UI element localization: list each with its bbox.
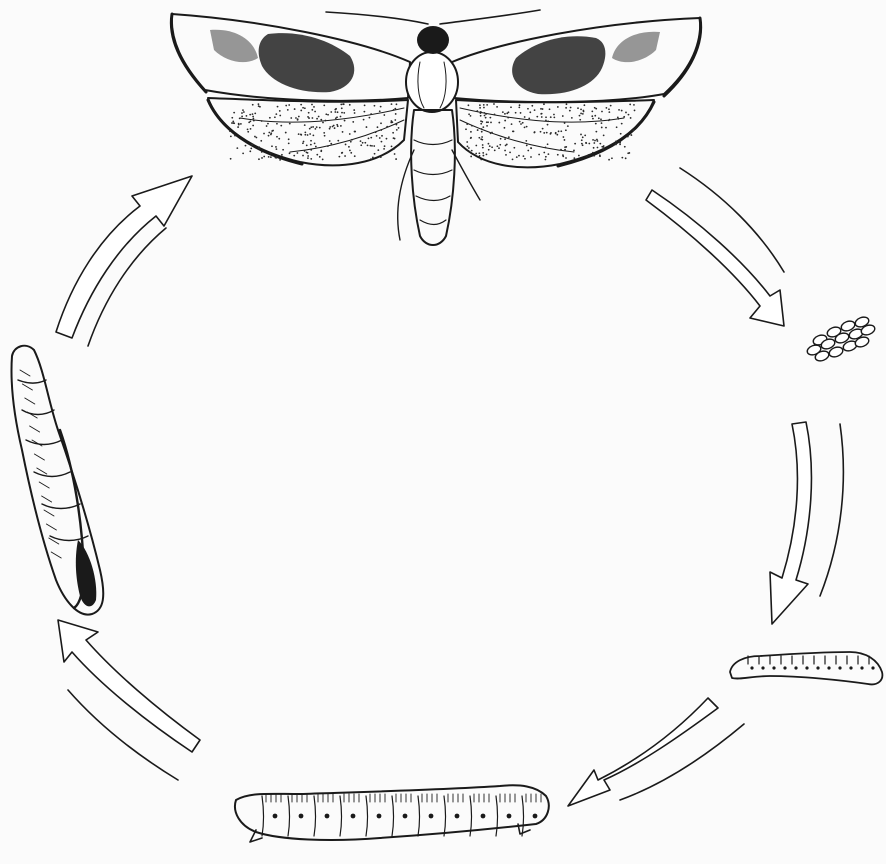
- arrow-young-to-mature-larva-icon: [568, 698, 744, 806]
- egg-cluster-icon: [806, 315, 876, 362]
- arrow-moth-to-eggs-icon: [646, 168, 784, 326]
- small-caterpillar-icon: [730, 652, 882, 684]
- moth-icon: [171, 10, 700, 245]
- large-caterpillar-icon: [235, 785, 549, 842]
- arrow-pupa-to-moth-icon: [56, 176, 192, 346]
- pupa-icon: [11, 346, 103, 615]
- arrow-mature-larva-to-pupa-icon: [58, 620, 200, 780]
- arrow-eggs-to-young-larva-icon: [770, 422, 843, 624]
